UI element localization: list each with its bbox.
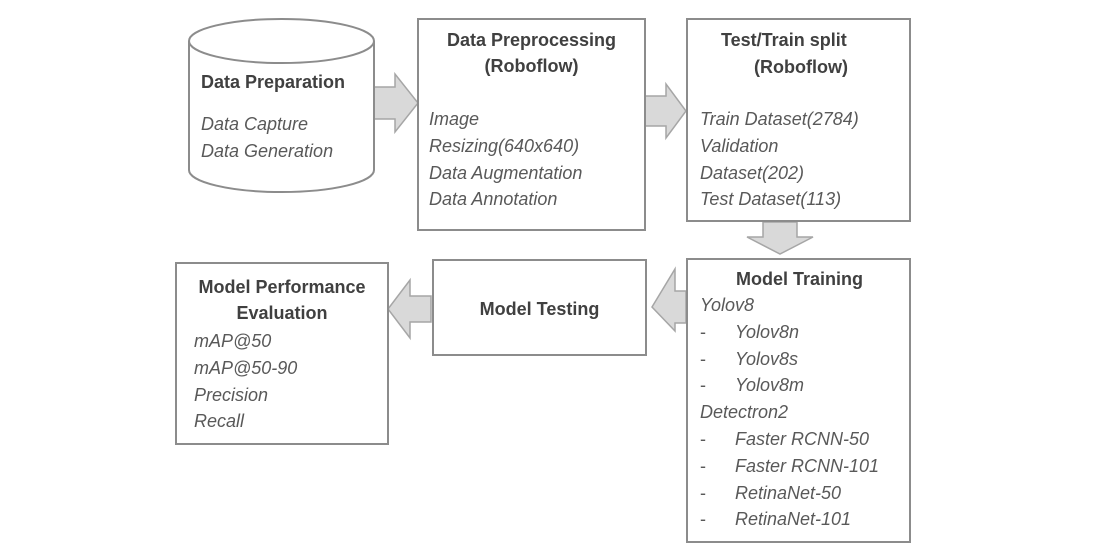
model-list-item: - Yolov8s	[700, 346, 879, 373]
model-evaluation-title: Model Performance Evaluation	[177, 274, 387, 326]
model-group-name: Detectron2	[700, 402, 789, 423]
arrow-testing-to-evaluation	[387, 277, 432, 341]
evaluation-metric: mAP@50	[194, 331, 272, 351]
test-train-split-box: Test/Train split (Roboflow) Train Datase…	[686, 18, 911, 222]
model-list-item: - Faster RCNN-50	[700, 426, 879, 453]
data-preprocessing-box: Data Preprocessing (Roboflow) Image Resi…	[417, 18, 646, 231]
model-training-items: Yolov8 - Yolov8n - Yolov8s - Yolov8m Detect…	[700, 292, 879, 533]
data-preparation-cylinder	[188, 18, 375, 193]
dash-bullet: -	[700, 375, 706, 396]
model-list-item: - Faster RCNN-101	[700, 453, 879, 480]
data-preprocessing-title-line1: Data Preprocessing	[446, 30, 617, 50]
model-training-title: Model Training	[736, 269, 864, 289]
model-training-box: Model Training Yolov8 - Yolov8n - Yolov8s …	[686, 258, 911, 543]
test-train-split-title-line1: Test/Train split	[721, 30, 847, 50]
test-train-split-title-line2: (Roboflow)	[754, 57, 848, 77]
dash-bullet: -	[700, 455, 706, 476]
model-name: Faster RCNN-101	[735, 455, 880, 476]
model-list-item: - Yolov8n	[700, 319, 879, 346]
evaluation-metric: Recall	[194, 411, 245, 432]
data-preprocessing-item: Image	[429, 109, 480, 129]
model-testing-title: Model Testing	[479, 299, 600, 319]
evaluation-metric: mAP@50-90	[194, 357, 298, 378]
arrow-prep-to-preprocessing	[373, 71, 419, 135]
data-preprocessing-item: Resizing(640x640)	[429, 135, 580, 156]
test-train-split-item: Validation	[700, 135, 779, 156]
data-preprocessing-item: Data Annotation	[429, 189, 558, 210]
model-name: Yolov8m	[735, 375, 805, 396]
data-preprocessing-items: Image Resizing(640x640) Data Augmentatio…	[429, 106, 582, 213]
arrow-preprocessing-to-split	[644, 81, 687, 141]
model-list-item: - RetinaNet-101	[700, 506, 879, 533]
data-preparation-item: Data Generation	[201, 140, 334, 161]
model-name: Faster RCNN-50	[735, 428, 870, 449]
model-evaluation-box: Model Performance Evaluation mAP@50 mAP@…	[175, 262, 389, 445]
data-preparation-items: Data Capture Data Generation	[201, 111, 333, 165]
arrow-training-to-testing	[651, 266, 687, 333]
arrow-split-to-training	[746, 221, 814, 255]
test-train-split-items: Train Dataset(2784) Validation Dataset(2…	[700, 106, 859, 213]
model-name: RetinaNet-101	[735, 509, 852, 530]
test-train-split-item: Dataset(202)	[700, 162, 805, 183]
dash-bullet: -	[700, 509, 706, 530]
data-preprocessing-item: Data Augmentation	[429, 162, 583, 183]
data-preparation-title: Data Preparation	[201, 72, 346, 92]
model-testing-box: Model Testing	[432, 259, 647, 356]
model-list-item: - Yolov8m	[700, 372, 879, 399]
model-group-name: Yolov8	[700, 295, 755, 315]
test-train-split-item: Train Dataset(2784)	[700, 109, 859, 129]
dash-bullet: -	[700, 482, 706, 503]
data-preprocessing-title: Data Preprocessing (Roboflow)	[419, 27, 644, 79]
model-name: Yolov8s	[735, 348, 799, 369]
data-preparation-item: Data Capture	[201, 114, 309, 134]
dash-bullet: -	[700, 321, 706, 342]
model-name: RetinaNet-50	[735, 482, 842, 503]
model-evaluation-title-line1: Model Performance	[198, 277, 366, 297]
model-evaluation-items: mAP@50 mAP@50-90 Precision Recall	[194, 328, 297, 435]
model-list-item: - RetinaNet-50	[700, 480, 879, 507]
evaluation-metric: Precision	[194, 384, 269, 405]
data-preprocessing-title-line2: (Roboflow)	[484, 56, 579, 76]
model-evaluation-title-line2: Evaluation	[236, 303, 328, 323]
model-name: Yolov8n	[735, 321, 800, 342]
dash-bullet: -	[700, 348, 706, 369]
test-train-split-item: Test Dataset(113)	[700, 189, 842, 210]
dash-bullet: -	[700, 428, 706, 449]
